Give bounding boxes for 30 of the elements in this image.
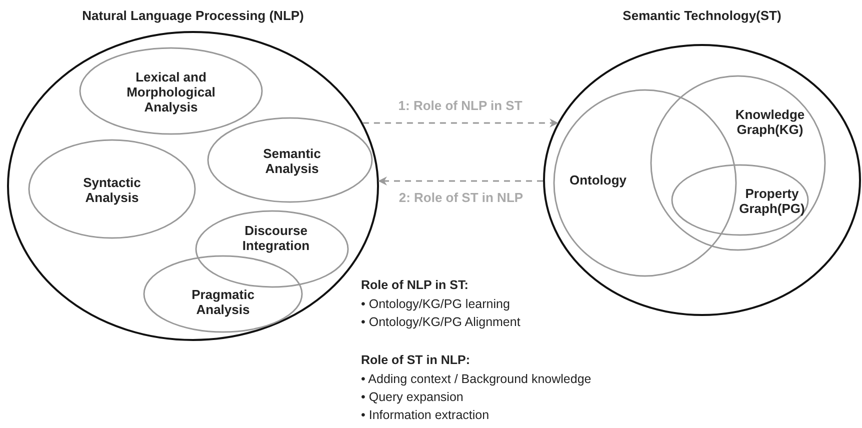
bullet-item: • Ontology/KG/PG learning: [361, 296, 510, 313]
concept-ellipse: [553, 89, 737, 277]
bullet-item: • Adding context / Background knowledge: [361, 371, 592, 388]
list-heading: Role of ST in NLP:: [361, 352, 470, 369]
diagram-heading: Natural Language Processing (NLP): [82, 8, 304, 23]
concept-label: Ontology: [568, 172, 628, 188]
concept-label: Lexical and Morphological Analysis: [126, 70, 216, 114]
concept-label: Semantic Analysis: [262, 146, 322, 176]
concept-label: Property Graph(PG): [738, 186, 806, 216]
dashed-arrow: [362, 118, 559, 128]
domain-ellipse: [543, 8, 861, 316]
dashed-arrow: [378, 176, 543, 186]
bullet-item: • Information extraction: [361, 407, 490, 424]
concept-ellipse: [79, 47, 263, 135]
concept-ellipse: [195, 210, 349, 288]
concept-ellipse: [28, 139, 196, 239]
concept-label: Discourse Integration: [241, 223, 311, 253]
concept-ellipse: [207, 117, 373, 203]
concept-label: Knowledge Graph(KG): [734, 107, 806, 137]
concept-ellipse: [650, 75, 826, 251]
edge-label: 1: Role of NLP in ST: [396, 98, 524, 113]
concept-label: Pragmatic Analysis: [190, 287, 256, 317]
bullet-item: • Ontology/KG/PG Alignment: [361, 314, 520, 331]
list-heading: Role of NLP in ST:: [361, 277, 468, 294]
concept-ellipse: [143, 255, 303, 333]
edge-label: 2: Role of ST in NLP: [396, 190, 526, 205]
diagram-heading: Semantic Technology(ST): [622, 8, 782, 23]
concept-label: Syntactic Analysis: [82, 175, 142, 205]
concept-ellipse: [671, 164, 809, 236]
bullet-item: • Query expansion: [361, 389, 464, 406]
